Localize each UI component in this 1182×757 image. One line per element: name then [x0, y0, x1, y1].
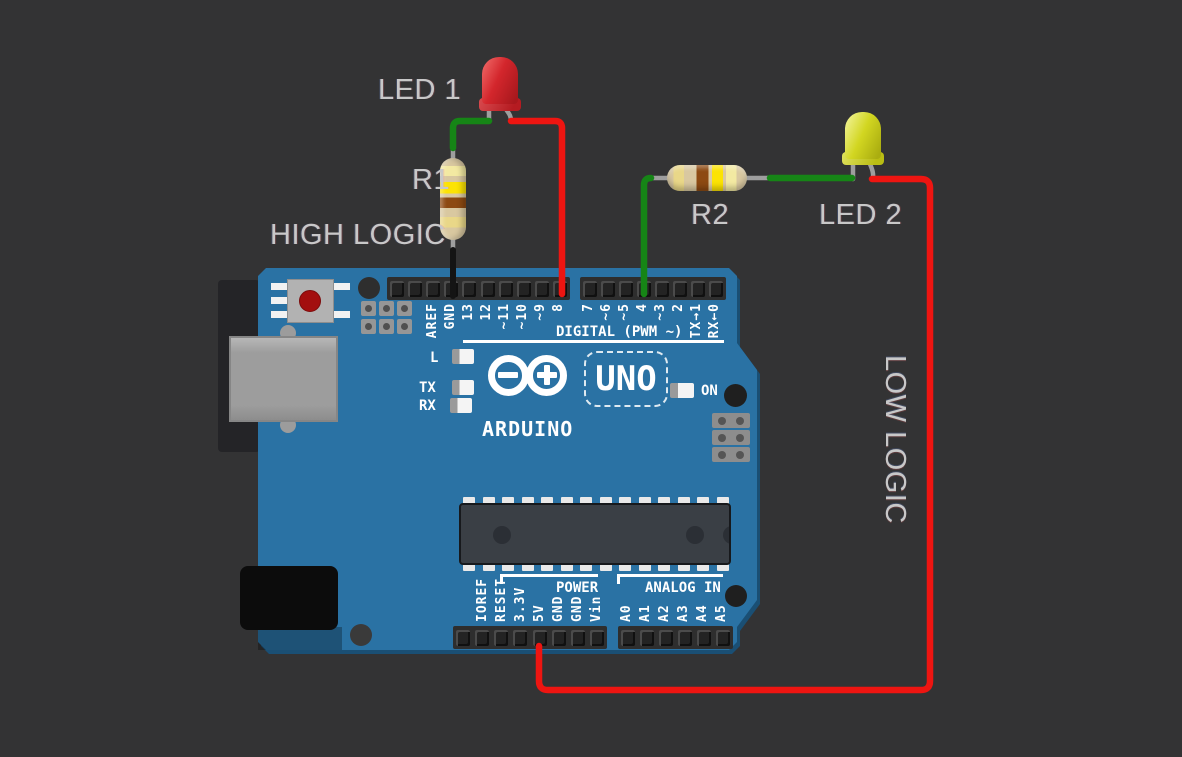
- mounting-hole: [724, 384, 747, 407]
- jack-shadow: [258, 627, 342, 650]
- digital-header-right[interactable]: [580, 277, 726, 300]
- label-low-logic: LOW LOGIC: [879, 355, 911, 524]
- resistor-r2[interactable]: [667, 165, 747, 191]
- label-high-logic: HIGH LOGIC: [270, 219, 446, 251]
- wire-red-led2-5v[interactable]: [535, 175, 934, 694]
- led1-red[interactable]: [482, 57, 518, 104]
- ic-chip-pins: [463, 497, 729, 506]
- tx-led: [452, 380, 474, 395]
- analog-group-label: ANALOG IN: [645, 580, 721, 596]
- on-led: [670, 383, 694, 398]
- wire-green-led1[interactable]: [449, 117, 493, 152]
- mounting-hole: [725, 585, 747, 607]
- arduino-logo-icon: [526, 355, 567, 396]
- header-pin: [397, 301, 412, 316]
- label-r1: R1: [412, 164, 451, 196]
- mounting-hole: [358, 277, 380, 299]
- microcontroller-chip[interactable]: [459, 503, 731, 565]
- analog-header[interactable]: [618, 626, 733, 649]
- digital-underline: [463, 340, 724, 343]
- reset-button-leg: [271, 283, 287, 290]
- analog-line: [617, 574, 723, 577]
- arduino-logo-icon: [488, 355, 529, 396]
- l-led-label: L: [430, 350, 439, 366]
- header-pin: [379, 319, 394, 334]
- label-led2: LED 2: [819, 199, 903, 231]
- header-pin: [361, 301, 376, 316]
- ic-chip-pins: [463, 562, 729, 571]
- rx-led-label: RX: [419, 398, 436, 414]
- label-r2: R2: [691, 199, 730, 231]
- reset-button-cap[interactable]: [299, 290, 321, 312]
- icsp-header-row: [712, 447, 750, 462]
- power-line-tick: [500, 574, 503, 584]
- arduino-uno-board[interactable]: [258, 268, 757, 650]
- digital-group-label: DIGITAL (PWM ~): [556, 324, 683, 340]
- wire-green-pin4-r2[interactable]: [640, 174, 655, 298]
- uno-model-badge: UNO: [584, 351, 668, 407]
- mounting-hole: [350, 624, 372, 646]
- component-leads: [450, 100, 876, 259]
- power-header[interactable]: [453, 626, 607, 649]
- logo-plus-icon: [544, 365, 550, 385]
- analog-line-tick: [617, 574, 620, 584]
- l-led: [452, 349, 474, 364]
- header-pin: [397, 319, 412, 334]
- on-led-label: ON: [701, 383, 718, 399]
- power-line: [500, 574, 598, 577]
- label-led1: LED 1: [378, 74, 462, 106]
- logo-minus-icon: [498, 372, 518, 378]
- wire-red-led1-pin8[interactable]: [507, 117, 566, 298]
- usb-connector[interactable]: [229, 336, 338, 422]
- reset-button-leg: [271, 311, 287, 318]
- arduino-brand-text: ARDUINO: [482, 417, 574, 441]
- rx-led: [450, 398, 472, 413]
- reset-button-leg: [334, 311, 350, 318]
- icsp-header-row: [712, 413, 750, 428]
- reset-button-leg: [334, 283, 350, 290]
- power-group-label: POWER: [556, 580, 599, 596]
- resistor-r1[interactable]: [440, 158, 466, 240]
- tx-led-label: TX: [419, 380, 436, 396]
- header-pin: [361, 319, 376, 334]
- led2-yellow[interactable]: [845, 112, 881, 159]
- uno-model-text: UNO: [595, 359, 657, 399]
- icsp-header-row: [712, 430, 750, 445]
- power-jack[interactable]: [240, 566, 338, 630]
- reset-button-leg: [271, 297, 287, 304]
- header-pin: [379, 301, 394, 316]
